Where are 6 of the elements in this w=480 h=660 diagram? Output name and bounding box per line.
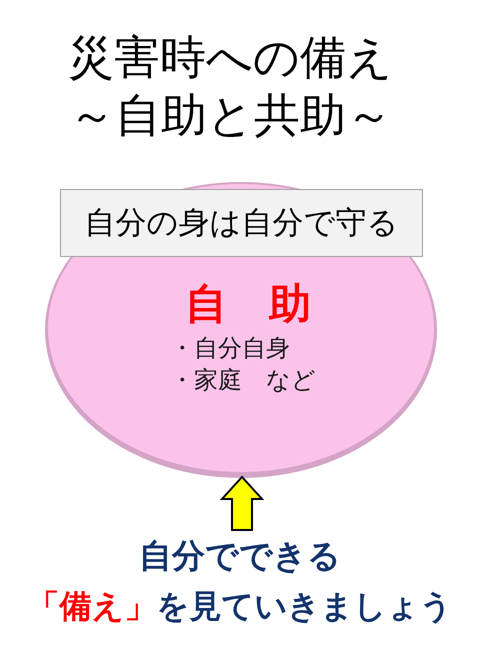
message-text: 自分でできる <box>138 535 342 577</box>
title: 災害時への備え～自助と共助～ <box>67 29 394 144</box>
message-text: 「備え」を見ていきましょう <box>26 586 454 627</box>
list-item: ・家庭 など <box>170 365 316 396</box>
list-item: ・自分自身 <box>170 333 290 364</box>
heading-text: 自 助 <box>185 279 311 329</box>
